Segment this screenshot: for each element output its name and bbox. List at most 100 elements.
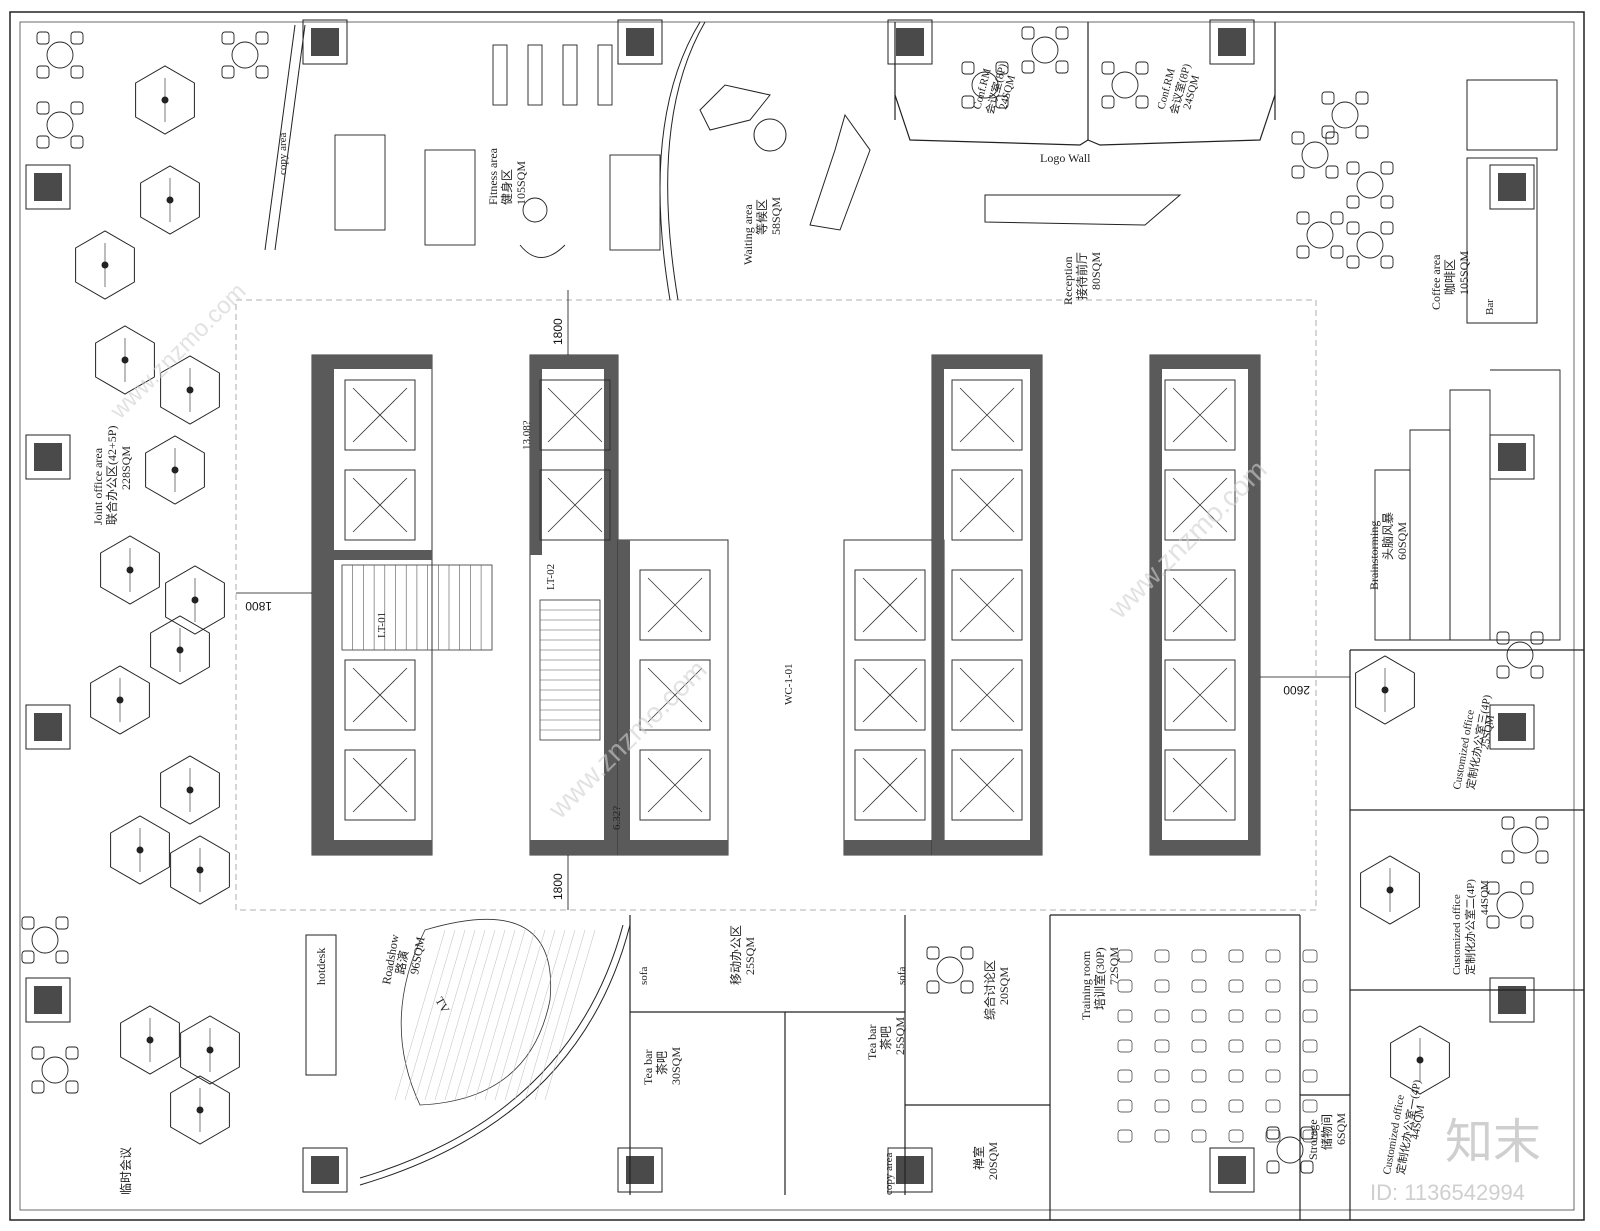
training-seat — [1154, 1039, 1170, 1053]
column-core — [1498, 443, 1526, 471]
hatch-line — [454, 929, 506, 1101]
column — [1489, 977, 1535, 1023]
column — [25, 704, 71, 750]
chair — [255, 65, 269, 79]
training-seat — [1228, 1099, 1244, 1113]
workstation-hub — [1381, 686, 1389, 694]
chair — [1300, 1160, 1314, 1174]
chair — [1325, 165, 1339, 179]
roadshow-cn-label: 路演 — [392, 949, 411, 975]
reception-cn-label: 接待前厅 — [1074, 252, 1089, 300]
brainstorming-area-label: 60SQM — [1395, 522, 1409, 560]
column — [302, 1147, 348, 1193]
brainstorming-en-label: Brainstorming — [1367, 521, 1381, 590]
hotdesk-table — [305, 934, 337, 1076]
workstation-hub — [101, 261, 109, 269]
copy-area-bottom-label: copy area — [883, 1152, 895, 1195]
chair — [1496, 665, 1510, 679]
chair — [1496, 631, 1510, 645]
round-table — [1111, 71, 1139, 99]
chair — [221, 65, 235, 79]
workstation-pod — [150, 615, 210, 685]
chair — [1530, 631, 1544, 645]
elevator-car — [951, 749, 1023, 821]
hatch-line — [534, 929, 586, 1101]
training-seat — [1302, 1099, 1318, 1113]
elevator-car — [639, 659, 711, 731]
workstation-hub — [186, 786, 194, 794]
elevator-cross — [647, 577, 703, 633]
training-seat — [1117, 1099, 1133, 1113]
chair — [1346, 161, 1360, 175]
tea-bar-1-en-label: Tea bar — [641, 1050, 655, 1085]
training-cn-label: 培训室(30P) — [1092, 947, 1107, 1010]
elevator-car — [1164, 749, 1236, 821]
elevator-cross — [547, 477, 603, 533]
workstation-pod — [170, 835, 230, 905]
dim-top-label: 1800 — [551, 318, 565, 345]
training-seat — [1302, 979, 1318, 993]
custom-office-2-area-label: 44SQM — [1479, 880, 1491, 915]
workstation-hub — [186, 386, 194, 394]
storage-en-label: Strorage — [1306, 1119, 1320, 1160]
column-core — [1498, 713, 1526, 741]
elevator-cross — [1172, 387, 1228, 443]
chair — [1291, 131, 1305, 145]
fitness-en-label: Fitness area — [486, 147, 500, 205]
hatch-line — [444, 929, 496, 1101]
joint-office-cn-label: 联合办公区(42+5P) — [104, 426, 119, 525]
workstation-pod — [1355, 655, 1415, 725]
chair — [1330, 245, 1344, 259]
elevator-cross — [862, 667, 918, 723]
chair — [55, 950, 69, 964]
chair — [36, 31, 50, 45]
column-core — [1218, 1156, 1246, 1184]
chair — [1101, 61, 1115, 75]
waiting-cn-label: 等候区 — [755, 199, 769, 235]
workstation-hub — [206, 1046, 214, 1054]
coffee-en-label: Coffee area — [1429, 254, 1443, 310]
workstation-clusters — [75, 65, 1450, 1145]
chair — [1300, 1126, 1314, 1140]
chair — [1380, 195, 1394, 209]
workstation-pod — [75, 230, 135, 300]
stairs — [341, 564, 601, 741]
chair — [961, 95, 975, 109]
joint-office-area-label: 228SQM — [119, 446, 133, 490]
workstation-hub — [166, 196, 174, 204]
logo-wall-label: Logo Wall — [1040, 151, 1091, 165]
chair — [1346, 195, 1360, 209]
round-table — [1031, 36, 1059, 64]
training-seat — [1265, 1099, 1281, 1113]
hatch-line — [404, 929, 456, 1101]
chair — [995, 95, 1009, 109]
custom-office-1-area-label: 44SQM — [1409, 1104, 1427, 1141]
core-labels: LT-01 LT-02 WC-1-01 13.08? 6.32? — [376, 420, 795, 830]
workstation-pod — [140, 165, 200, 235]
zen-room-area-label: 20SQM — [986, 1142, 1000, 1180]
workstation-hub — [196, 866, 204, 874]
elevator-cross — [352, 667, 408, 723]
column — [1489, 164, 1535, 210]
chair — [1296, 211, 1310, 225]
dim-left-label: 1800 — [245, 599, 272, 613]
training-seat — [1154, 949, 1170, 963]
custom-office-3-area-label: 25SQM — [1479, 714, 1497, 751]
waiting-sofas — [699, 84, 871, 231]
workstation-hub — [121, 356, 129, 364]
level-1-label: 13.08? — [521, 420, 533, 450]
elevator-cross — [959, 667, 1015, 723]
roadshow-area-label: 96SQM — [407, 935, 427, 975]
hatch-line — [494, 929, 546, 1101]
chair — [36, 135, 50, 149]
dimension-lines — [236, 290, 1350, 910]
brainstorming-cn-label: 头脑风暴 — [1381, 512, 1395, 560]
chair — [1501, 850, 1515, 864]
training-seat — [1154, 979, 1170, 993]
workstation-pod — [160, 355, 220, 425]
workstation-pod — [165, 565, 225, 635]
training-seat — [1302, 1039, 1318, 1053]
training-seat — [1117, 1069, 1133, 1083]
workstation-pod — [135, 65, 195, 135]
